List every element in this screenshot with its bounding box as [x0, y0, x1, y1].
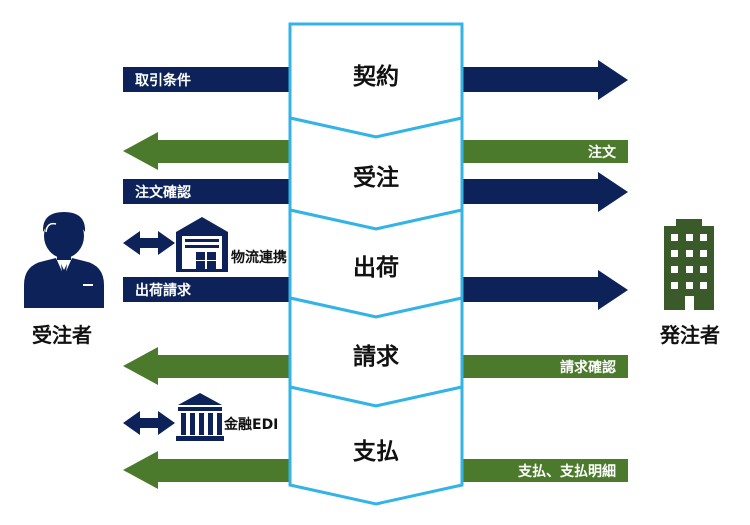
finance-label: 金融EDI: [223, 416, 278, 433]
arrow-ship-billing-left: 出荷請求: [123, 277, 293, 302]
arrow-bill-confirm-label: 請求確認: [560, 359, 616, 376]
arrow-ship-billing-right-head: [462, 270, 628, 310]
stage-shipping-label: 出荷: [353, 255, 399, 281]
arrow-order-left-head: [123, 132, 293, 170]
stage-contract: 契約: [288, 22, 464, 139]
warehouse-icon: [176, 217, 228, 272]
stage-payment: 支払: [288, 385, 464, 506]
buyer-label: 発注者: [659, 323, 720, 347]
stage-contract-label: 契約: [352, 63, 399, 90]
arrow-payment-label: 支払、支払明細: [517, 463, 616, 480]
double-arrow-icon: [123, 231, 175, 255]
supplier-label: 受注者: [32, 323, 92, 347]
arrow-ship-billing-label: 出荷請求: [135, 282, 192, 299]
arrow-order-label: 注文: [588, 144, 617, 161]
arrow-order-right: 注文: [462, 140, 628, 163]
arrow-order-confirm-right-head: [462, 172, 628, 212]
arrow-bill-confirm-right: 請求確認: [462, 355, 628, 378]
arrow-order-confirm-label: 注文確認: [135, 184, 191, 201]
stage-payment-label: 支払: [352, 439, 399, 465]
double-arrow-icon-finance: [123, 411, 175, 435]
stage-billing-label: 請求: [353, 343, 399, 370]
arrow-terms-label: 取引条件: [135, 72, 191, 89]
arrow-payment-left-head: [123, 451, 293, 489]
arrow-terms-right-head: [462, 60, 628, 100]
arrow-terms-left: 取引条件: [123, 67, 293, 92]
bank-icon: [176, 393, 224, 441]
arrow-payment-right: 支払、支払明細: [462, 459, 628, 482]
arrow-order-confirm-left: 注文確認: [123, 179, 293, 204]
logistics-label: 物流連携: [231, 249, 287, 266]
office-building-icon: [664, 219, 714, 310]
arrow-bill-confirm-left-head: [123, 347, 293, 385]
stage-order-label: 受注: [353, 164, 399, 191]
businessman-icon: [24, 212, 104, 308]
